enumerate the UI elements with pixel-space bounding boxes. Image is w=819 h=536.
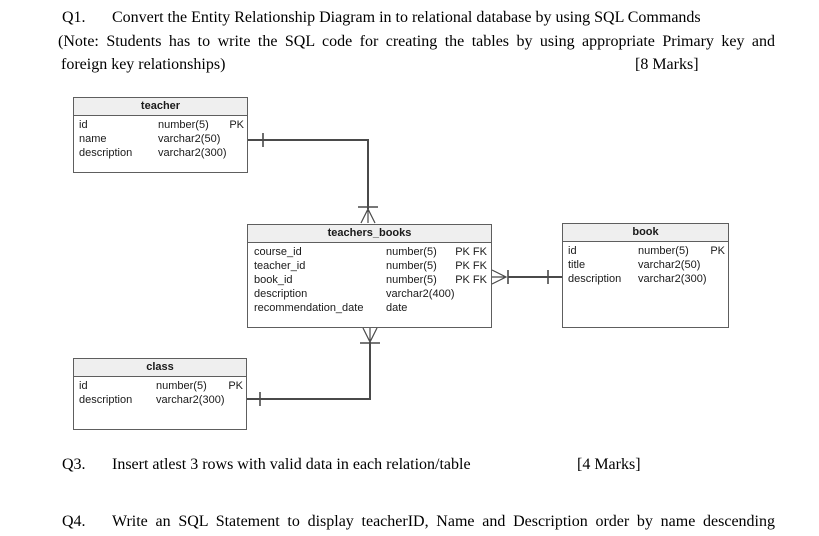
many-crowfoot	[360, 207, 376, 224]
question-q1: Q1. Convert the Entity Relationship Diag…	[0, 7, 819, 31]
column-name: id	[79, 380, 88, 392]
column-key: PK	[228, 380, 243, 392]
q1-label: Q1.	[62, 9, 86, 26]
column-type: number(5)	[386, 246, 437, 258]
column-key: PK FK	[455, 246, 487, 258]
many-crowfoot	[362, 327, 378, 344]
column-name: name	[79, 133, 107, 145]
erd-table-class-columns: id number(5) PK description varchar2(300…	[74, 377, 246, 407]
column-name: description	[79, 147, 133, 159]
note-line2: foreign key relationships)	[61, 56, 226, 73]
table-row: teacher_id number(5) PK FK	[248, 259, 491, 273]
relation-line	[248, 139, 369, 209]
erd-table-teacher: teacher id number(5) PK name varchar2(50…	[73, 97, 248, 173]
q3-text: Insert atlest 3 rows with valid data in …	[112, 456, 471, 473]
erd-table-book: book id number(5) PK title varchar2(50) …	[562, 223, 729, 328]
column-type: varchar2(50)	[638, 259, 701, 271]
column-key: PK	[229, 119, 244, 131]
q3-label: Q3.	[62, 456, 86, 473]
q4-label: Q4.	[62, 513, 86, 530]
column-name: course_id	[254, 246, 302, 258]
erd-table-teacher-title: teacher	[74, 98, 247, 116]
column-type: varchar2(400)	[386, 288, 455, 300]
table-row: description varchar2(300)	[563, 272, 728, 286]
column-key: PK FK	[455, 260, 487, 272]
column-name: id	[568, 245, 577, 257]
erd-table-book-title: book	[563, 224, 728, 242]
column-type: number(5)	[158, 119, 209, 131]
relation-class-teachers-books	[247, 327, 380, 406]
table-row: description varchar2(300)	[74, 393, 246, 407]
question-q3: Q3. Insert atlest 3 rows with valid data…	[0, 454, 819, 478]
column-type: number(5)	[638, 245, 689, 257]
note-line1: (Note: Students has to write the SQL cod…	[58, 33, 775, 50]
column-name: description	[568, 273, 622, 285]
column-type: number(5)	[386, 274, 437, 286]
column-name: book_id	[254, 274, 293, 286]
column-name: recommendation_date	[254, 302, 364, 314]
erd-table-class: class id number(5) PK description varcha…	[73, 358, 247, 430]
column-type: varchar2(300)	[158, 147, 227, 159]
table-row: description varchar2(400)	[248, 287, 491, 301]
column-name: description	[254, 288, 308, 300]
column-type: number(5)	[156, 380, 207, 392]
column-key: PK	[710, 245, 725, 257]
table-row: id number(5) PK	[563, 244, 728, 258]
column-name: teacher_id	[254, 260, 306, 272]
erd-table-class-title: class	[74, 359, 246, 377]
table-row: name varchar2(50)	[74, 132, 247, 146]
table-row: title varchar2(50)	[563, 258, 728, 272]
column-type: varchar2(50)	[158, 133, 221, 145]
column-name: description	[79, 394, 133, 406]
q3-marks: [4 Marks]	[577, 456, 641, 473]
q4-text: Write an SQL Statement to display teache…	[112, 513, 775, 530]
column-type: date	[386, 302, 408, 314]
table-row: recommendation_date date	[248, 301, 491, 315]
erd-table-teacher-columns: id number(5) PK name varchar2(50) descri…	[74, 116, 247, 160]
relation-teachers-books-book	[491, 269, 562, 285]
table-row: description varchar2(300)	[74, 146, 247, 160]
column-key: PK FK	[455, 274, 487, 286]
column-name: title	[568, 259, 586, 271]
erd-table-book-columns: id number(5) PK title varchar2(50) descr…	[563, 242, 728, 286]
column-type: varchar2(300)	[156, 394, 225, 406]
q1-text: Convert the Entity Relationship Diagram …	[112, 9, 701, 26]
relation-teacher-teachers-books	[248, 133, 378, 224]
erd-table-teachers-books-columns: course_id number(5) PK FK teacher_id num…	[248, 243, 491, 315]
question-q4: Q4. Write an SQL Statement to display te…	[0, 511, 819, 535]
erd-table-teachers-books-title: teachers_books	[248, 225, 491, 243]
q1-marks: [8 Marks]	[635, 56, 699, 73]
erd-table-teachers-books: teachers_books course_id number(5) PK FK…	[247, 224, 492, 328]
column-type: number(5)	[386, 260, 437, 272]
relation-line	[247, 342, 371, 400]
table-row: id number(5) PK	[74, 118, 247, 132]
table-row: course_id number(5) PK FK	[248, 245, 491, 259]
many-crowfoot	[491, 269, 508, 285]
column-name: id	[79, 119, 88, 131]
note-line2-row: foreign key relationships) [8 Marks]	[0, 54, 819, 78]
column-type: varchar2(300)	[638, 273, 707, 285]
table-row: book_id number(5) PK FK	[248, 273, 491, 287]
table-row: id number(5) PK	[74, 379, 246, 393]
